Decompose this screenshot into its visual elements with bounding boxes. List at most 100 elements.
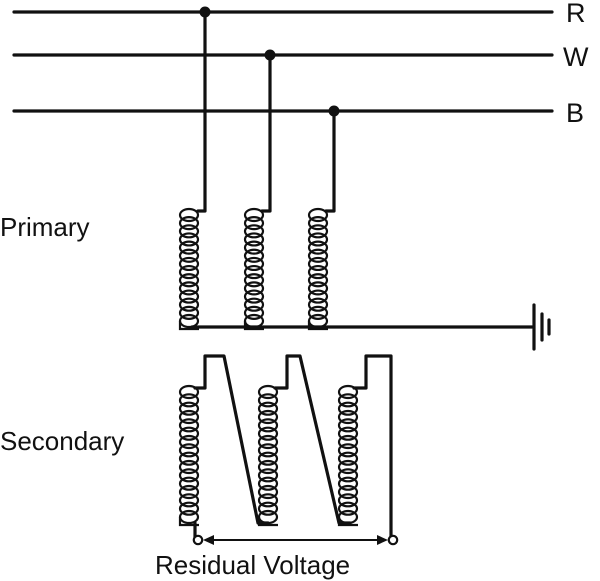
coil-turn	[257, 476, 279, 491]
coil-turn	[178, 313, 200, 329]
line-label-b: B	[566, 98, 584, 128]
coil-turn	[257, 493, 279, 508]
coil-turn	[178, 409, 200, 425]
primary-coil-w	[243, 207, 265, 331]
coil-turn	[178, 501, 200, 516]
coil-turn	[307, 281, 329, 296]
secondary-label: Secondary	[0, 426, 124, 456]
coil-turn	[257, 468, 279, 483]
coil-turn	[243, 297, 265, 312]
coil-turn	[307, 207, 329, 223]
coil-turn	[243, 256, 265, 272]
coil-turn	[307, 232, 329, 247]
coil-turn	[257, 426, 279, 441]
coil-turn	[243, 289, 265, 304]
output-terminal-right	[387, 534, 399, 546]
arrowhead-right	[377, 535, 388, 545]
coil-turn	[337, 451, 359, 466]
coil-turn	[307, 224, 329, 239]
coil-turn	[243, 216, 265, 231]
coil-turn	[337, 459, 359, 475]
coil-turn	[243, 313, 265, 329]
coil-turn	[337, 443, 359, 458]
coil-turn	[178, 401, 200, 416]
primary-coil-r	[178, 207, 200, 331]
coil-lead	[178, 321, 199, 331]
coil-lead	[307, 321, 328, 331]
coil-turn	[307, 297, 329, 312]
coil-turn	[257, 384, 279, 400]
coil-turn	[243, 224, 265, 239]
coil-turn	[243, 232, 265, 247]
coil-turn	[337, 426, 359, 441]
coil-turn	[307, 240, 329, 255]
coil-turn	[178, 224, 200, 239]
coil-turn	[337, 509, 359, 525]
coil-turn	[337, 493, 359, 508]
coil-turn	[178, 384, 200, 400]
coil-turn	[337, 393, 359, 408]
coil-turn	[337, 401, 359, 416]
coil-turn	[257, 409, 279, 425]
coil-turn	[307, 305, 329, 320]
coil-turn	[257, 509, 279, 525]
coil-turn	[178, 273, 200, 288]
coil-lead	[178, 517, 199, 527]
coil-turn	[243, 207, 265, 223]
coil-turn	[307, 248, 329, 263]
coil-turn	[243, 281, 265, 296]
coil-turn	[243, 273, 265, 288]
coil-turn	[257, 443, 279, 458]
coil-turn	[178, 393, 200, 408]
coil-turn	[178, 484, 200, 500]
primary-lead-r	[196, 10, 207, 213]
coil-turn	[307, 264, 329, 280]
coil-turn	[178, 493, 200, 508]
primary-coil-b	[307, 207, 329, 331]
coil-turn	[257, 401, 279, 416]
coil-turn	[307, 313, 329, 329]
coil-turn	[337, 384, 359, 400]
coil-turn	[337, 501, 359, 516]
coil-turn	[243, 305, 265, 320]
coil-turn	[257, 418, 279, 433]
coil-turn	[257, 434, 279, 450]
line-label-r: R	[566, 0, 586, 28]
coil-turn	[178, 216, 200, 231]
secondary-coil-r	[178, 384, 200, 527]
coil-turn	[178, 459, 200, 475]
coil-turn	[178, 418, 200, 433]
coil-turn	[337, 418, 359, 433]
coil-turn	[307, 289, 329, 304]
coil-turn	[178, 476, 200, 491]
coil-lead	[257, 517, 278, 527]
coil-turn	[257, 484, 279, 500]
coil-turn	[337, 434, 359, 450]
coil-turn	[337, 484, 359, 500]
coil-turn	[178, 264, 200, 280]
coil-turn	[178, 248, 200, 263]
coil-turn	[178, 434, 200, 450]
coil-turn	[178, 240, 200, 255]
coil-turn	[178, 297, 200, 312]
coil-turn	[178, 207, 200, 223]
coil-turn	[307, 273, 329, 288]
secondary-coil-b	[337, 384, 359, 527]
coil-turn	[243, 264, 265, 280]
coil-turn	[178, 509, 200, 525]
primary-lead-b	[324, 109, 336, 213]
coil-turn	[178, 451, 200, 466]
secondary-series-wiring	[193, 354, 393, 540]
arrowhead-left	[203, 535, 214, 545]
coil-turn	[178, 426, 200, 441]
output-terminal-left	[192, 534, 204, 546]
coil-turn	[257, 459, 279, 475]
coil-turn	[307, 256, 329, 272]
coil-turn	[337, 409, 359, 425]
coil-turn	[257, 501, 279, 516]
residual-voltage-label: Residual Voltage	[155, 550, 350, 580]
coil-turn	[337, 476, 359, 491]
primary-label: Primary	[0, 212, 90, 242]
coil-turn	[178, 468, 200, 483]
primary-lead-w	[260, 53, 272, 213]
